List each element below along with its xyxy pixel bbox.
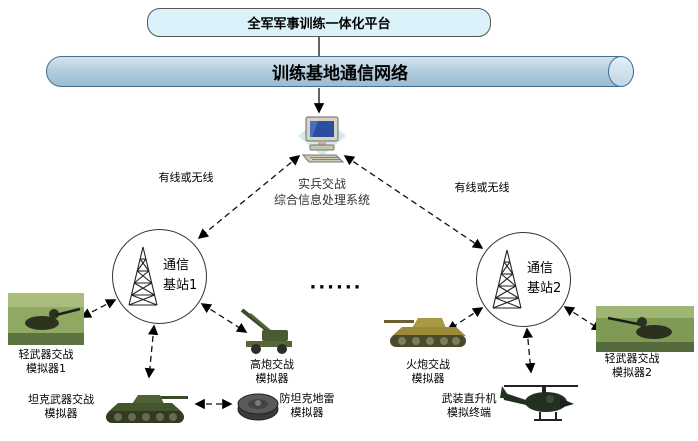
helicopter-terminal-label: 武装直升机 模拟终端 [441, 392, 497, 420]
connector-processor-station1 [197, 155, 301, 239]
aa-gun-simulator-image [232, 304, 304, 356]
light-weapon-simulator-image-1 [8, 293, 84, 345]
connector-station1-aagun [200, 303, 248, 333]
station1-label: 通信 基站1 [163, 258, 198, 293]
artillery-simulator-label: 火炮交战 模拟器 [406, 358, 450, 386]
antenna-tower-icon [128, 246, 158, 306]
artillery-simulator-image [384, 306, 472, 352]
station2-node: 通信 基站2 [476, 232, 571, 327]
platform-label: 全军军事训练一体化平台 [247, 17, 391, 32]
link-label-right: 有线或无线 [454, 181, 510, 194]
tank-simulator-image [98, 382, 192, 428]
tank-simulator-label: 坦克武器交战 模拟器 [28, 393, 94, 421]
processor-node [296, 114, 348, 164]
connector-station1-tank [144, 324, 159, 379]
connector-station2-helicopter [522, 327, 536, 374]
connector-station1-lightweapon1 [80, 299, 117, 318]
ellipsis: ······ [309, 277, 363, 298]
mine-icon [237, 393, 279, 421]
connector-station2-lightweapon2 [563, 306, 603, 331]
network-cylinder-node: 训练基地通信网络 [46, 56, 634, 87]
station2-label: 通信 基站2 [527, 261, 562, 296]
light-weapon-simulator-label-2: 轻武器交战 模拟器2 [604, 352, 660, 380]
soldier-photo-icon [596, 306, 694, 352]
computer-icon [298, 116, 346, 163]
station1-node: 通信 基站1 [112, 229, 207, 324]
network-label: 训练基地通信网络 [272, 64, 408, 84]
processor-label: 实兵交战 综合信息处理系统 [273, 177, 370, 208]
light-weapon-simulator-label-1: 轻武器交战 模拟器1 [18, 348, 74, 376]
tank-icon [106, 395, 188, 423]
link-label-left: 有线或无线 [158, 171, 214, 184]
aa-gun-icon [240, 308, 292, 354]
connector-station2-artillery [446, 307, 484, 331]
light-weapon-simulator-image-2 [596, 306, 694, 352]
artillery-tank-icon [384, 318, 466, 347]
cylinder-end-cap [608, 56, 634, 87]
helicopter-icon [500, 385, 578, 421]
aa-gun-simulator-label: 高炮交战 模拟器 [250, 358, 294, 386]
helicopter-terminal-image [498, 376, 582, 432]
soldier-photo-icon [8, 293, 84, 345]
mine-simulator-label: 防坦克地雷 模拟器 [279, 392, 335, 420]
platform-node: 全军军事训练一体化平台 [147, 8, 491, 37]
mine-simulator-image [236, 388, 280, 422]
connector-processor-station2 [343, 155, 484, 249]
antenna-tower-icon [492, 249, 522, 309]
